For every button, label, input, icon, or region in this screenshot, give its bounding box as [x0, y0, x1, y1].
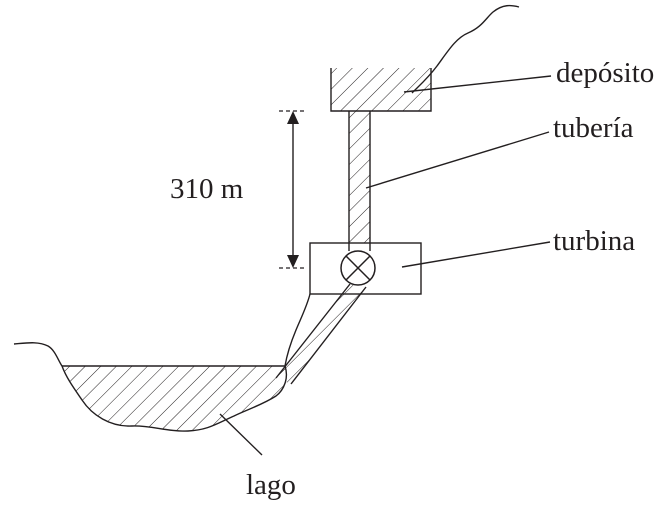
reservoir-label: depósito [556, 57, 654, 89]
slope-ground-line [284, 293, 311, 367]
height-label: 310 m [170, 173, 244, 205]
reservoir-leader-line [403, 75, 552, 93]
lake-label: lago [246, 469, 296, 501]
outflow-pipe [275, 283, 367, 385]
left-ground-line [13, 342, 63, 367]
turbine-label: turbina [553, 225, 635, 257]
turbine-leader-line [401, 241, 551, 268]
lake-leader-line [219, 413, 263, 456]
lake [61, 365, 288, 432]
turbine-valve-icon [340, 250, 376, 286]
penstock-pipe [348, 111, 371, 243]
pipe-label: tubería [553, 112, 634, 144]
pipe-leader-line [365, 131, 550, 189]
reservoir [330, 68, 432, 112]
height-dimension [279, 110, 306, 269]
turbine-housing [309, 242, 422, 295]
